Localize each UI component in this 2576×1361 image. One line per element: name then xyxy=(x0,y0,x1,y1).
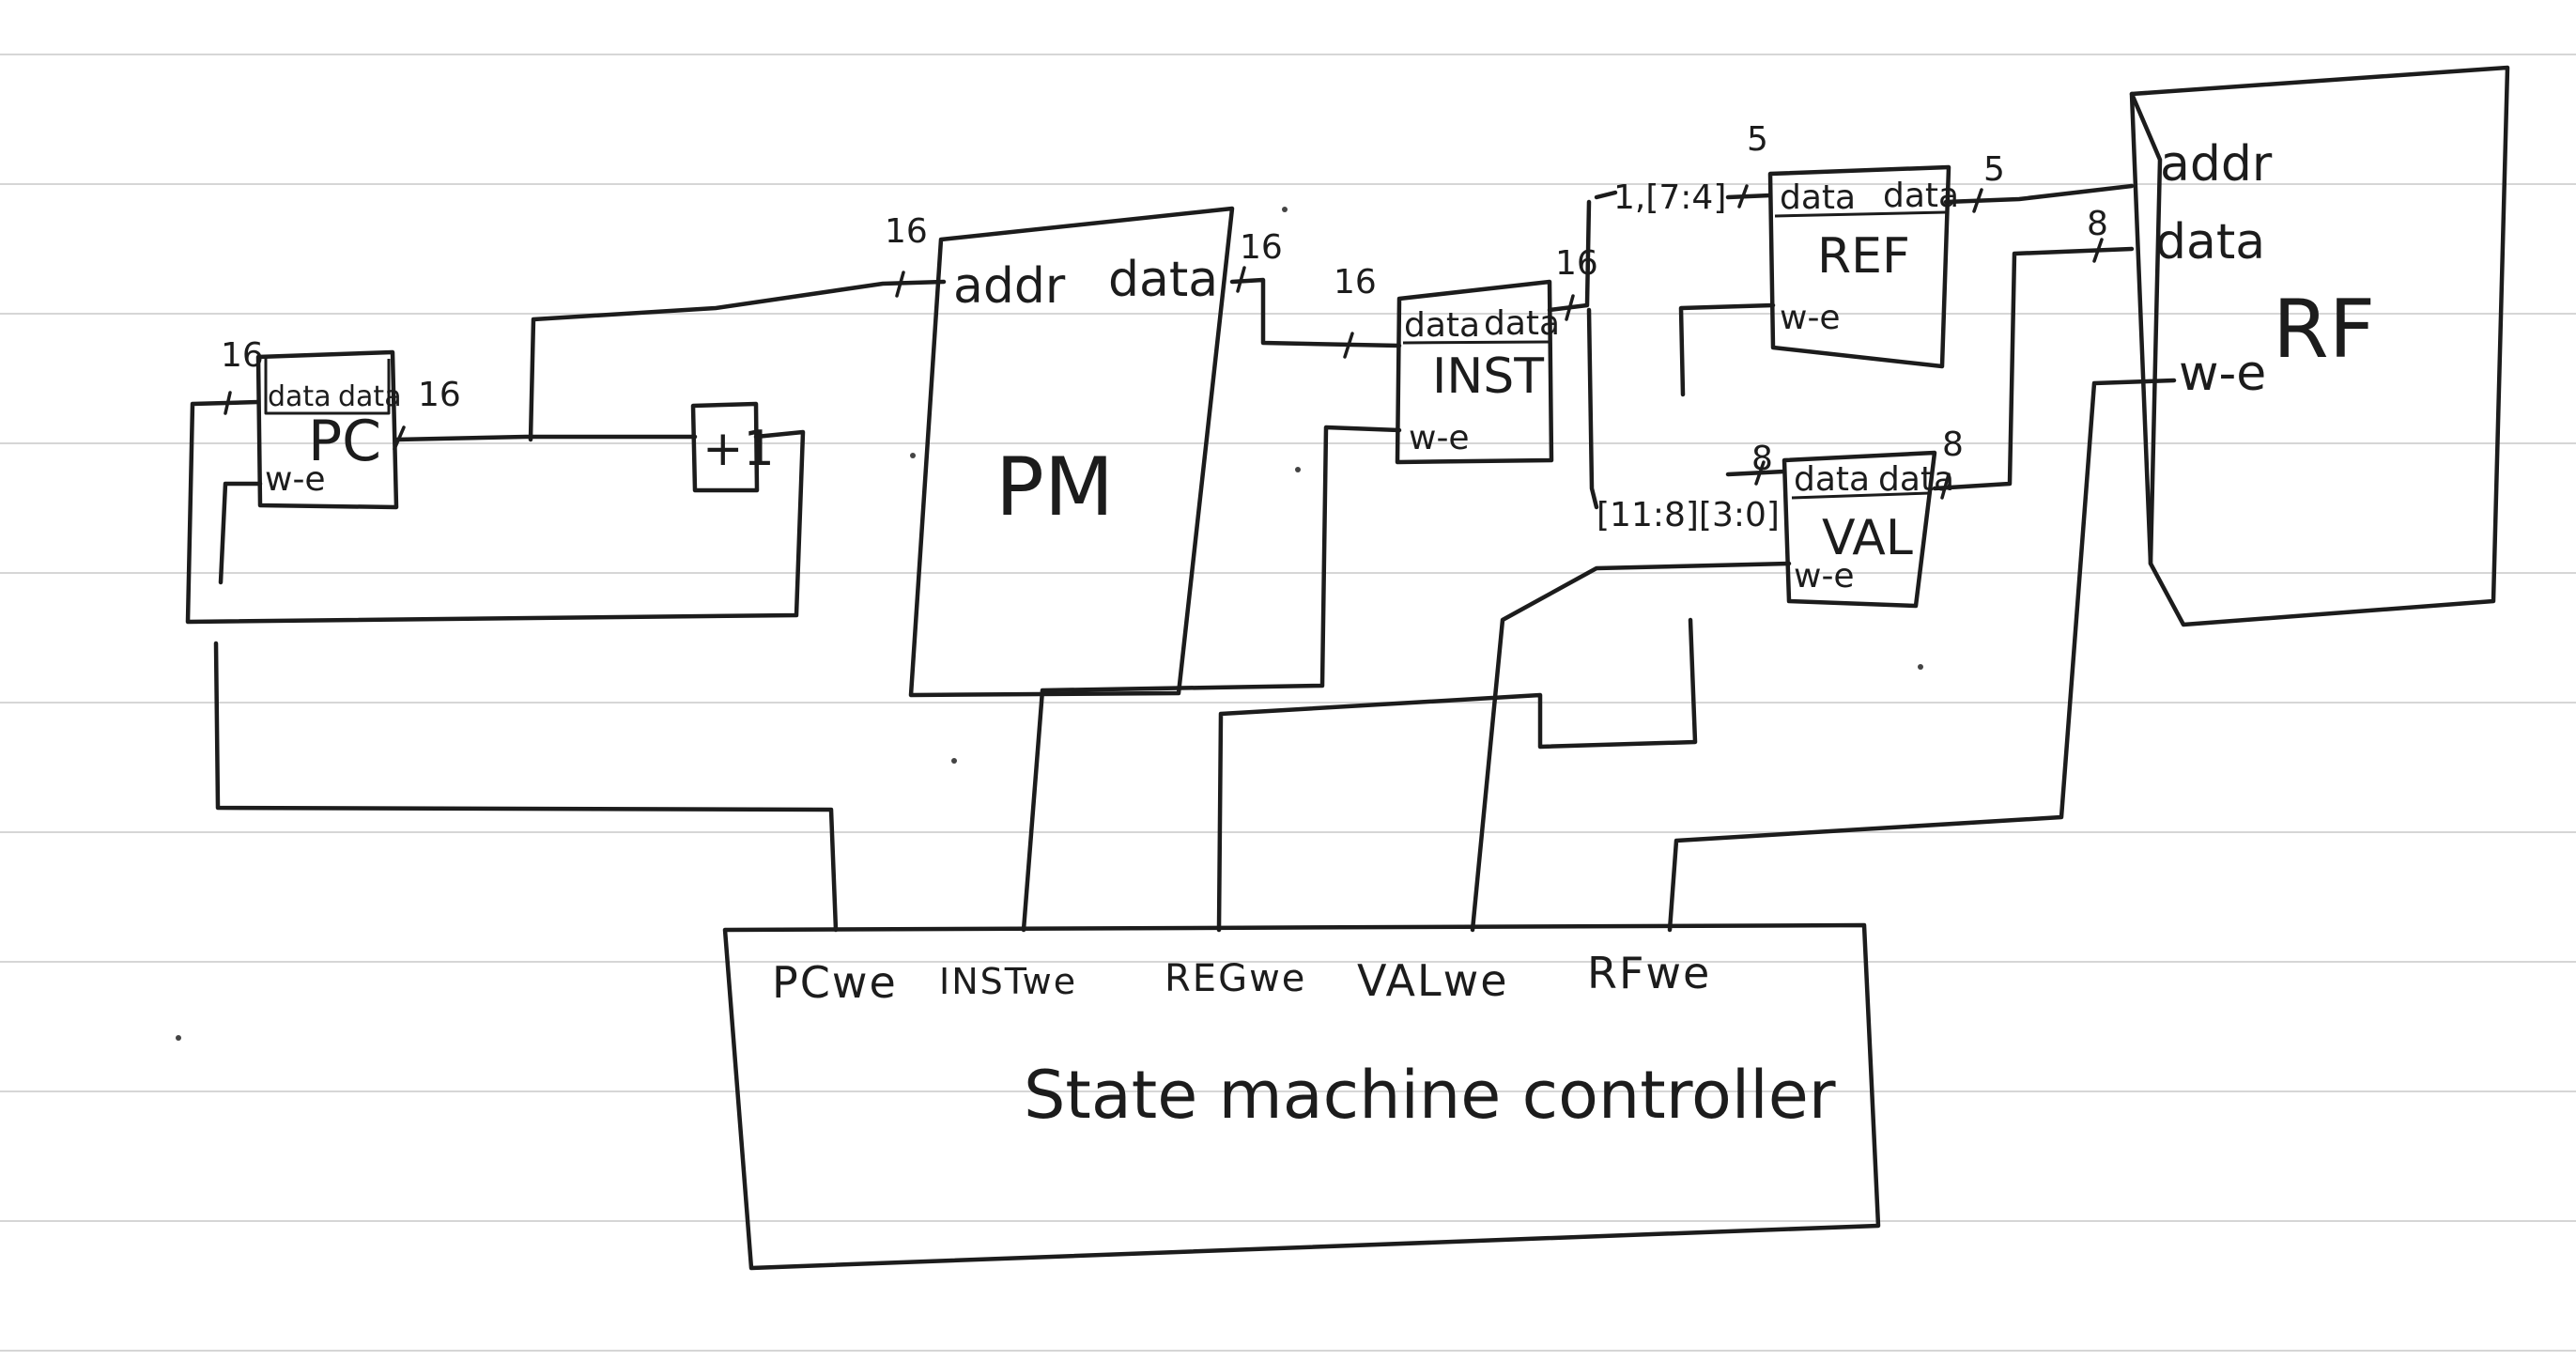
inst-in-width: 16 xyxy=(1334,263,1377,302)
inst-data-in-label: data xyxy=(1404,306,1480,345)
stray-dot xyxy=(1918,664,1923,670)
rf-block: addr data w-e RF 8 xyxy=(2087,65,2510,627)
pc-name: PC xyxy=(308,409,381,474)
pm-addr-label: addr xyxy=(953,258,1066,315)
pcwe-label: PCwe xyxy=(772,957,898,1008)
reg-out-width: 5 xyxy=(1983,150,2005,189)
rfwe-label: RFwe xyxy=(1587,948,1711,998)
pm-block: addr data PM 16 16 xyxy=(885,206,1283,698)
rf-name: RF xyxy=(2273,283,2375,377)
reg-slice-label: 1,[7:4] xyxy=(1613,178,1726,217)
val-data-in-label: data xyxy=(1794,460,1870,499)
bus-width-ticks xyxy=(224,184,2104,500)
reg-data-in-label: data xyxy=(1780,178,1856,217)
val-we-label: w-e xyxy=(1794,557,1855,595)
incrementer-block: +1 xyxy=(690,401,775,493)
pc-we-label: w-e xyxy=(265,460,326,499)
rf-we-label: w-e xyxy=(2179,346,2266,402)
inst-data-out-label: data xyxy=(1484,304,1560,343)
pm-data-label: data xyxy=(1108,252,1218,308)
pc-data-out-label: data xyxy=(338,380,402,413)
rf-data-label: data xyxy=(2155,214,2265,271)
pc-in-width: 16 xyxy=(221,336,264,375)
stray-dot xyxy=(951,758,957,764)
pc-data-in-label: data xyxy=(268,380,332,413)
reg-we-label: w-e xyxy=(1780,299,1841,337)
inst-name: INST xyxy=(1432,348,1544,405)
controller-block: PCwe INSTwe REGwe VALwe RFwe State machi… xyxy=(722,922,1881,1271)
instwe-label: INSTwe xyxy=(939,961,1077,1002)
inst-out-width: 16 xyxy=(1555,244,1598,283)
stray-dot xyxy=(1282,207,1288,212)
reg-name: REF xyxy=(1817,228,1910,285)
pm-name: PM xyxy=(995,441,1114,534)
reg-in-width: 5 xyxy=(1747,120,1768,159)
regwe-label: REGwe xyxy=(1165,957,1306,1000)
val-out-width: 8 xyxy=(1942,425,1964,464)
rf-data-width: 8 xyxy=(2087,205,2108,243)
stray-dot xyxy=(910,453,916,458)
wires xyxy=(185,91,2177,933)
stray-dot xyxy=(1295,467,1301,472)
pm-data-width: 16 xyxy=(1240,228,1283,267)
pc-block: data data PC w-e 16 16 xyxy=(221,336,461,510)
val-in-width: 8 xyxy=(1751,440,1773,478)
pm-addr-width: 16 xyxy=(885,212,928,251)
reg-block: data data REF w-e 1,[7:4] 5 5 xyxy=(1613,120,2005,369)
ruled-lines xyxy=(0,54,2576,1352)
rf-addr-label: addr xyxy=(2160,136,2273,193)
controller-title: State machine controller xyxy=(1024,1057,1836,1134)
val-name: VAL xyxy=(1822,510,1913,566)
val-block: data data VAL w-e [11:8][3:0] 8 8 xyxy=(1597,425,1964,609)
pc-out-width: 16 xyxy=(418,376,461,414)
val-data-out-label: data xyxy=(1878,460,1954,499)
valwe-label: VALwe xyxy=(1357,955,1509,1006)
inst-block: data data INST w-e 16 16 xyxy=(1334,244,1598,465)
val-slice-label: [11:8][3:0] xyxy=(1597,496,1780,534)
reg-data-out-label: data xyxy=(1883,177,1959,215)
incrementer-label: +1 xyxy=(702,421,775,477)
stray-dot xyxy=(176,1035,181,1041)
inst-we-label: w-e xyxy=(1409,419,1470,457)
